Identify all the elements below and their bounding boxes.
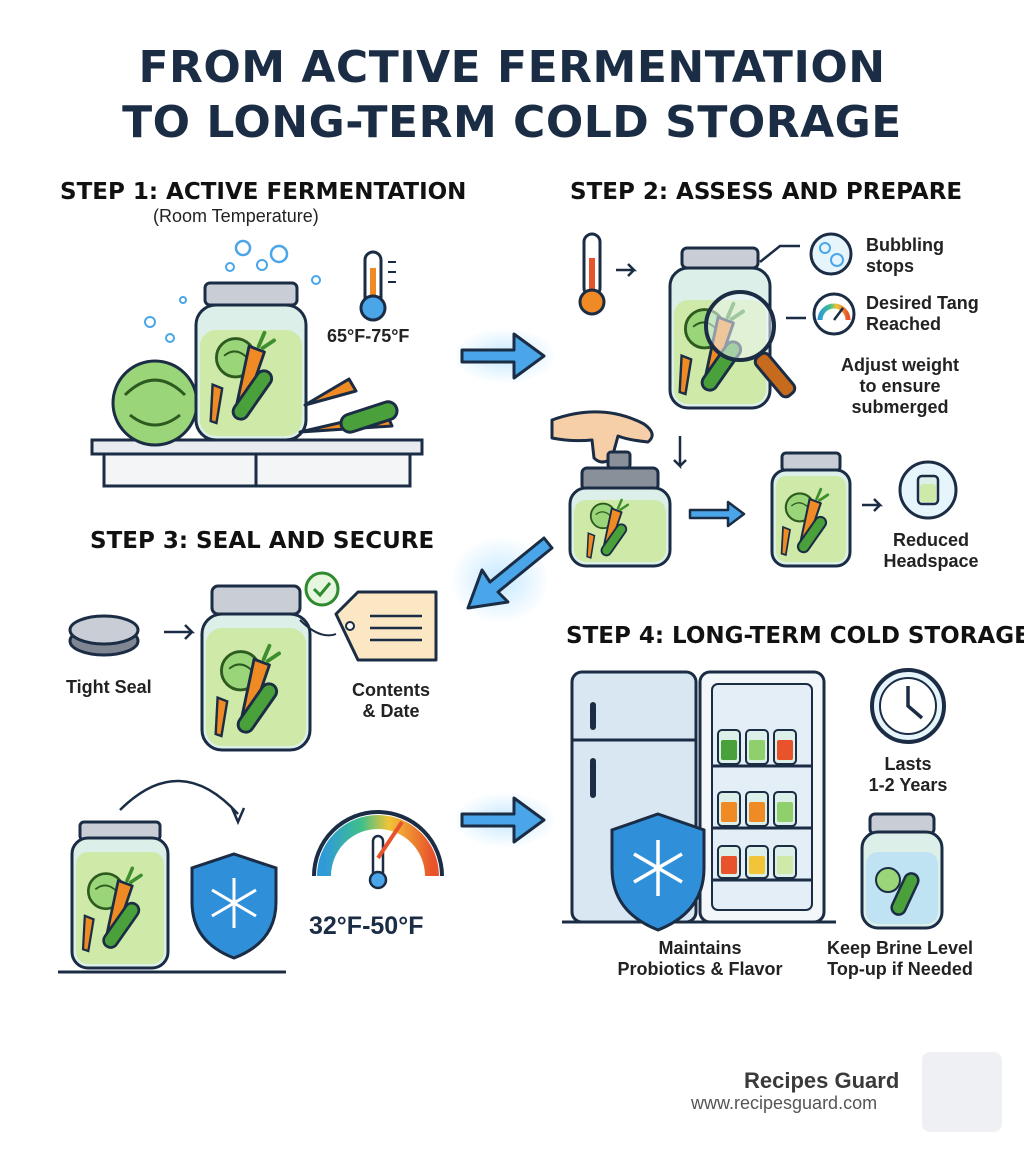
- seal-label: Tight Seal: [66, 677, 152, 697]
- bubbling-label-1: Bubbling: [866, 235, 944, 255]
- brand-url[interactable]: www.recipesguard.com: [691, 1093, 878, 1113]
- arrow-step1-to-step2: [453, 328, 557, 384]
- weight-label-3: submerged: [851, 397, 949, 417]
- step1-scene: [90, 239, 424, 488]
- thermometer-icon: [578, 232, 638, 316]
- lid-icon: [68, 614, 140, 657]
- shield-snowflake-icon: [610, 812, 706, 932]
- lasts-label-1: Lasts: [884, 754, 932, 774]
- title-line-2: TO LONG-TERM COLD STORAGE: [122, 97, 902, 148]
- step3-heading: STEP 3: SEAL AND SECURE: [90, 528, 435, 554]
- tang-label-1: Desired Tang: [866, 293, 979, 313]
- title-line-1: FROM ACTIVE FERMENTATION: [138, 42, 886, 93]
- magnifier-icon: [704, 290, 797, 399]
- headspace-label-2: Headspace: [883, 551, 979, 571]
- step3-scene: [58, 571, 444, 974]
- brand-logo-badge: [922, 1052, 1002, 1132]
- step1-heading: STEP 1: ACTIVE FERMENTATION: [60, 179, 467, 205]
- headspace-label-1: Reduced: [892, 530, 970, 550]
- arrow-step3-to-step4: [453, 792, 557, 848]
- cold-temp: 32°F-50°F: [309, 912, 424, 940]
- tang-label-2: Reached: [866, 314, 942, 334]
- weight-label-1: Adjust weight: [841, 355, 959, 375]
- step4-heading: STEP 4: LONG-TERM COLD STORAGE: [566, 623, 1024, 649]
- bubbling-label-2: stops: [866, 256, 915, 276]
- lasts-label-2: 1-2 Years: [868, 775, 948, 795]
- weight-label-2: to ensure: [859, 376, 941, 396]
- check-icon: [304, 571, 340, 607]
- step2-scene: [550, 232, 958, 568]
- brine-label-1: Keep Brine Level: [826, 938, 974, 958]
- probiotics-label-2: Probiotics & Flavor: [617, 959, 783, 979]
- contents-label-2: & Date: [362, 701, 420, 721]
- step2-heading: STEP 2: ASSESS AND PREPARE: [570, 179, 963, 205]
- probiotics-label-1: Maintains: [658, 938, 742, 958]
- brine-label-2: Top-up if Needed: [827, 959, 973, 979]
- contents-label-1: Contents: [352, 680, 430, 700]
- dial-gauge-icon: [312, 810, 444, 890]
- hand-icon: [550, 410, 654, 464]
- step4-scene: [562, 668, 946, 932]
- tag-icon: [299, 590, 438, 662]
- clock-icon: [870, 668, 946, 744]
- shield-snowflake-icon: [190, 852, 278, 960]
- gauge-icon: [812, 292, 856, 336]
- step1-temp: 65°F-75°F: [327, 326, 410, 346]
- bubbles-icon: [809, 232, 853, 276]
- thermometer-icon: [359, 250, 396, 322]
- step1-subheading: (Room Temperature): [153, 206, 319, 226]
- arrow-step2-to-step3: [450, 536, 554, 624]
- brand-name: Recipes Guard: [744, 1068, 900, 1093]
